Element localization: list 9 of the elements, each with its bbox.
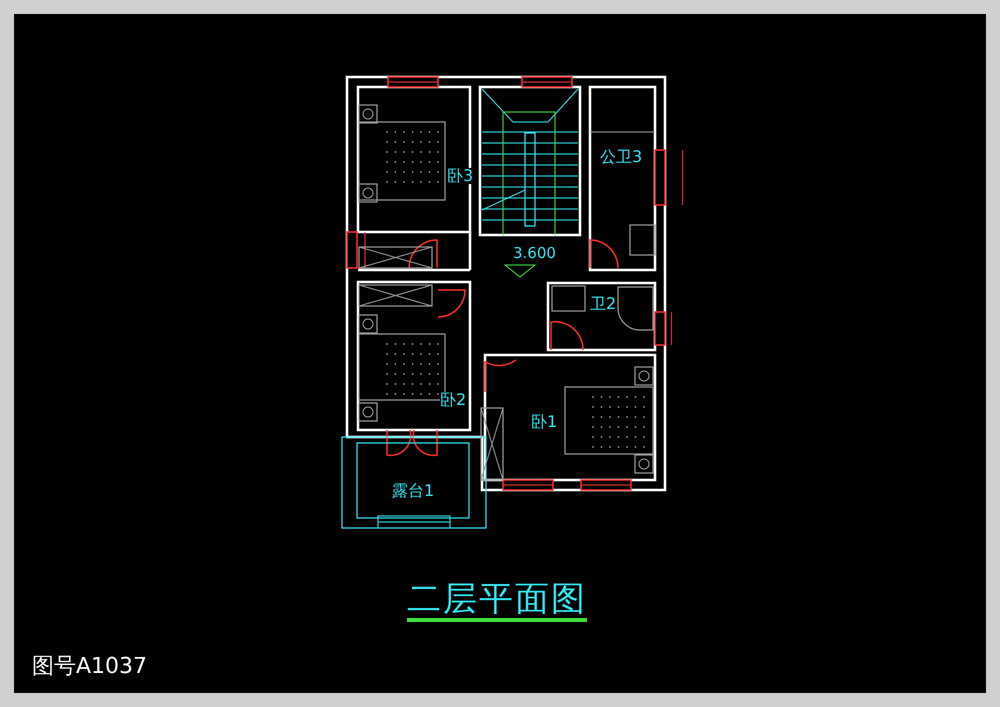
drawing-number: 图号A1037 xyxy=(32,656,148,678)
drawing-title: 二层平面图 xyxy=(407,582,587,622)
room-label: 露台1 xyxy=(392,483,434,499)
room-label: 卧1 xyxy=(531,414,558,430)
elevation-label: 3.600 xyxy=(513,246,556,261)
room-label: 公卫3 xyxy=(600,149,642,165)
room-label: 卧2 xyxy=(440,392,466,408)
room-label: 卧3 xyxy=(447,168,474,184)
room-label: 卫2 xyxy=(590,296,616,312)
